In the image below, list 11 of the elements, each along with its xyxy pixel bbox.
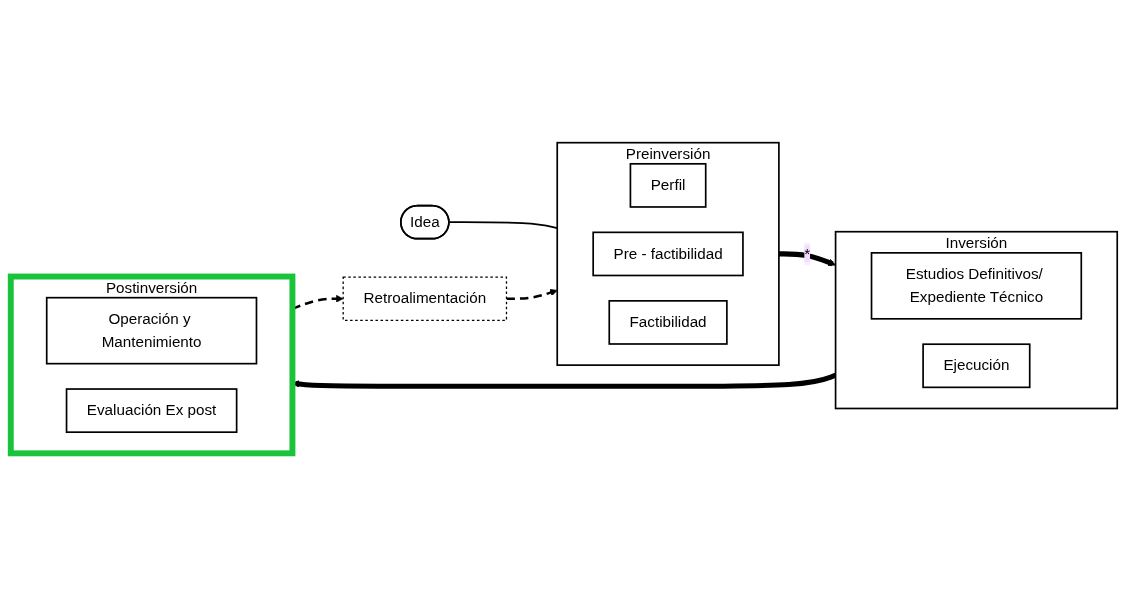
node-box: Pre - factibilidad: [592, 231, 744, 277]
node-box: Retroalimentación: [342, 276, 508, 321]
node-box: Factibilidad: [608, 300, 728, 345]
node-box: Estudios Definitivos/ Expediente Técnico: [870, 252, 1083, 320]
node-box: Perfil: [629, 163, 707, 208]
edge-label: *: [804, 245, 811, 262]
node-box: Evaluación Ex post: [65, 388, 238, 433]
arrow: [778, 251, 836, 267]
arrow: [506, 288, 558, 300]
node-box: Ejecución: [922, 343, 1031, 389]
node-box: Operación y Mantenimiento: [45, 296, 258, 365]
